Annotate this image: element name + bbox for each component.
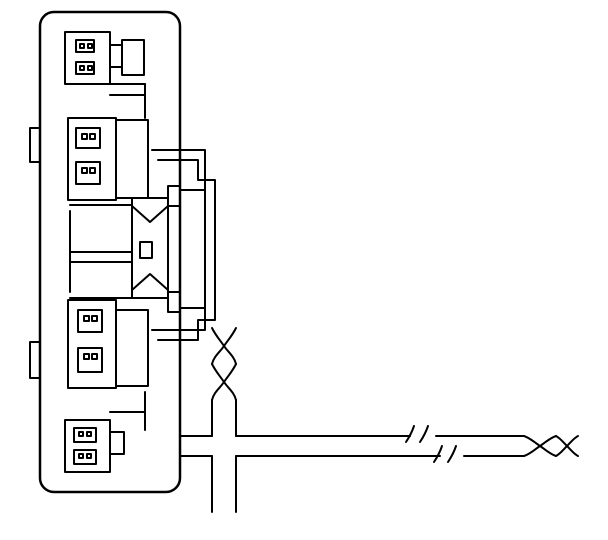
twisted-pair-vertical — [211, 327, 237, 401]
module-housing — [29, 10, 182, 494]
mounting-tab-upper — [29, 127, 41, 163]
terminal-icon — [73, 427, 97, 465]
twisted-pair-horizontal — [523, 435, 579, 457]
harness-horizontal — [235, 435, 525, 457]
harness-vertical — [179, 399, 237, 513]
break-mark-lower — [433, 445, 457, 463]
terminal-icon — [75, 127, 101, 185]
break-mark-upper — [405, 425, 429, 443]
connector-block-2 — [67, 117, 149, 201]
connector-block-3 — [67, 299, 149, 389]
connector-block-4 — [64, 419, 125, 473]
connector-block-1 — [64, 31, 145, 85]
terminal-icon — [75, 39, 95, 75]
terminal-icon — [77, 309, 103, 373]
center-connector — [131, 149, 216, 341]
mounting-tab-lower — [29, 341, 41, 379]
